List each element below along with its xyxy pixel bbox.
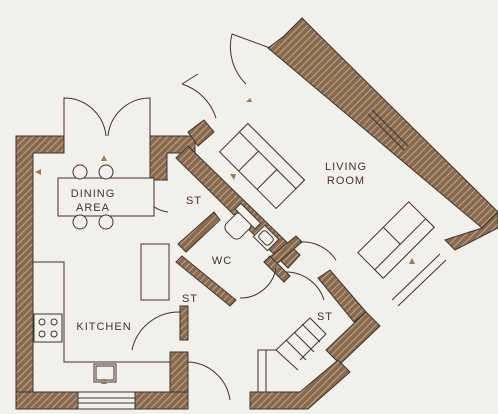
label-wc: WC: [212, 255, 232, 267]
entrance-door: [181, 83, 217, 119]
wall-bottom-left: [15, 391, 79, 410]
furniture: [33, 109, 447, 410]
label-living-2: ROOM: [327, 175, 365, 187]
wall-living-lower: [325, 311, 381, 365]
entrance-door-2: [229, 33, 247, 85]
wall-st-door: [179, 305, 189, 341]
kitchen-worktop: [33, 261, 170, 363]
sofa-upper: [218, 122, 306, 210]
stairs: [257, 317, 327, 392]
wall-kitchen-right: [169, 351, 189, 393]
french-door-left: [63, 97, 107, 137]
wc-door: [239, 267, 277, 299]
living-window: [367, 109, 447, 307]
wc-fittings: [224, 202, 280, 252]
wall-entrance-diag: [187, 119, 215, 147]
label-living-1: LIVING: [325, 161, 367, 173]
wall-living-right: [444, 211, 498, 251]
label-st-stairs: ST: [317, 311, 333, 323]
wall-wc-left: [177, 211, 221, 253]
st-lower-door: [131, 311, 181, 351]
room-labels: DINING AREA LIVING ROOM KITCHEN WC ST ST…: [71, 161, 367, 333]
hob: [33, 313, 63, 343]
kitchen-door: [187, 361, 231, 401]
wall-bottom-mid: [134, 391, 189, 410]
wall-st-stairs: [317, 269, 367, 323]
wall-living-top: [267, 17, 498, 229]
kitchen-island: [140, 243, 170, 301]
fitting-markers: [35, 76, 415, 384]
living-door: [299, 241, 337, 261]
label-st-lower: ST: [182, 293, 198, 305]
kitchen-sink: [93, 363, 117, 383]
label-dining-2: AREA: [76, 202, 110, 214]
kitchen-window: [77, 391, 136, 410]
label-st-upper: ST: [186, 195, 202, 207]
st-stairs-door: [285, 271, 325, 301]
wall-wc-low: [175, 255, 237, 307]
wall-stairs-bottom: [249, 359, 351, 410]
french-door-right: [107, 97, 151, 137]
dining-set: [57, 164, 155, 230]
sofa-lower: [357, 201, 435, 279]
wall-wc-right-low: [263, 255, 291, 283]
label-dining-1: DINING: [71, 188, 116, 200]
label-kitchen: KITCHEN: [76, 321, 131, 333]
